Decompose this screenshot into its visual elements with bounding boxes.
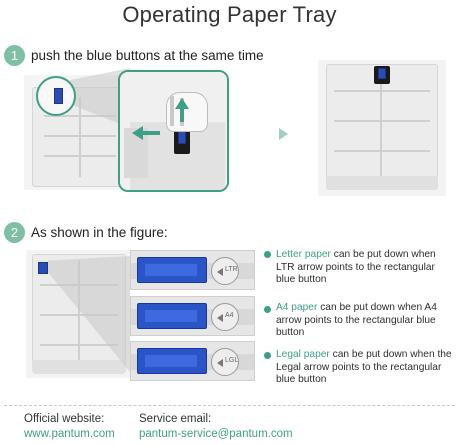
next-arrow-icon [279,128,288,140]
step-2-text: As shown in the figure: [31,225,168,240]
page-title: Operating Paper Tray [122,2,337,27]
legal-panel-label: LGL [225,357,239,364]
a4-paper-text: can be put down when A4 arrow points to … [276,302,437,338]
a4-paper-highlight: A4 paper [276,302,318,313]
step-1-number: 1 [4,45,25,66]
step-1-text: push the blue buttons at the same time [31,48,264,63]
a4-panel-label: A4 [225,312,234,319]
step-1-heading: 1 push the blue buttons at the same time [4,45,264,66]
zoom-circle [36,76,76,116]
footer-divider [4,405,455,406]
website-label: Official website: [24,413,105,425]
email-link[interactable]: pantum-service@pantum.com [139,428,293,440]
legal-paper-panel: LGL [130,341,255,381]
letter-paper-text: can be put down when LTR arrow points to… [276,249,436,285]
pointer-dot-legal [264,352,271,359]
a4-paper-panel: A4 [130,296,255,336]
pointer-dot-letter [264,251,271,258]
legal-paper-highlight: Legal paper [276,349,330,360]
legal-paper-description: Legal paper can be put down when the Leg… [276,349,454,387]
legal-paper-text: can be put down when the Legal arrow poi… [276,349,452,385]
letter-paper-panel: LTR [130,250,255,290]
letter-paper-highlight: Letter paper [276,249,331,260]
step-2-heading: 2 As shown in the figure: [4,222,168,243]
pointer-dot-a4 [264,306,271,313]
letter-paper-description: Letter paper can be put down when LTR ar… [276,249,454,287]
letter-panel-label: LTR [225,266,238,273]
up-arrow-icon [175,98,189,122]
website-link[interactable]: www.pantum.com [24,428,115,440]
left-arrow-icon [132,126,160,140]
a4-paper-description: A4 paper can be put down when A4 arrow p… [276,302,454,340]
email-label: Service email: [139,413,212,425]
step-2-number: 2 [4,222,25,243]
step-1-result-photo [318,60,446,196]
